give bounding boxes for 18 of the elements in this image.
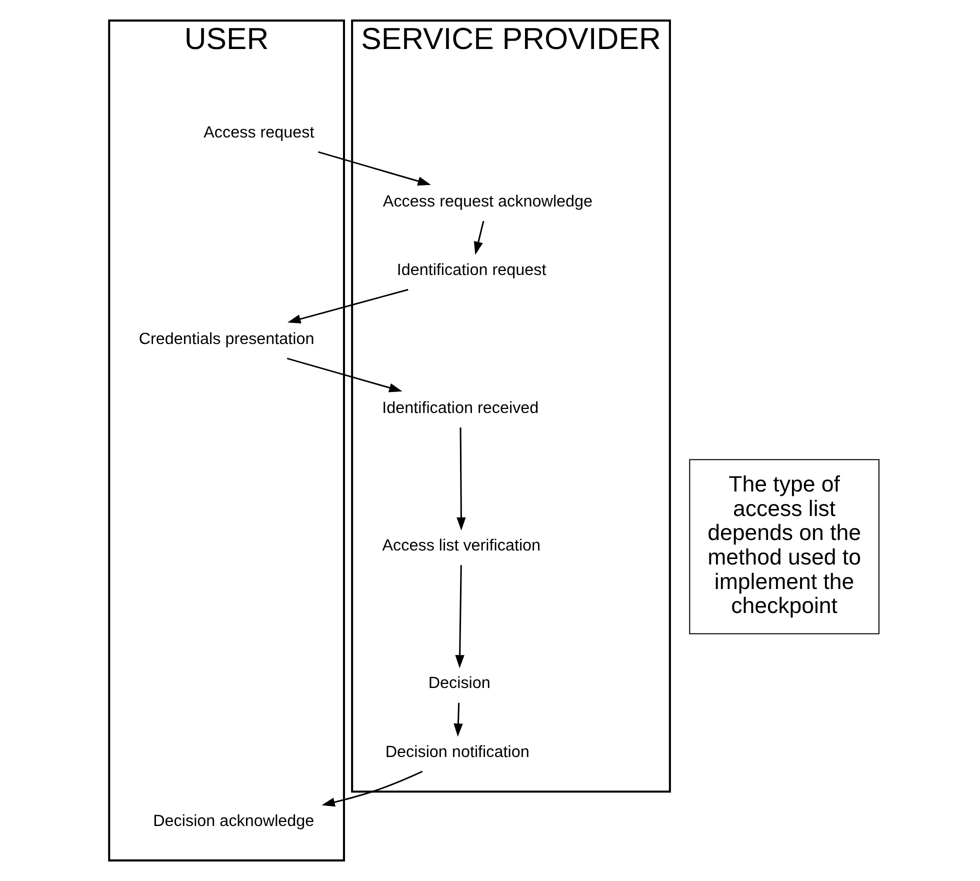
arrow xyxy=(286,358,402,392)
node-text: Identification request xyxy=(396,261,546,280)
arrow xyxy=(454,702,463,737)
arrow xyxy=(318,151,431,186)
node-text: Credentials presentation xyxy=(138,330,314,348)
node-text: Decision acknowledge xyxy=(153,812,314,830)
arrow xyxy=(456,427,466,531)
node-box: The type of access list depends on the method used to implement the checkpoint xyxy=(689,459,880,634)
node-text: Decision notification xyxy=(385,742,530,761)
arrow xyxy=(287,288,408,324)
arrow xyxy=(455,565,464,668)
node-text: Decision xyxy=(428,674,490,692)
arrow xyxy=(322,770,423,807)
node-text: Access request xyxy=(204,124,314,142)
node-text: Identification received xyxy=(382,398,539,417)
arrow xyxy=(474,220,484,255)
node-text: Access request acknowledge xyxy=(382,192,593,210)
node-text: Access list verification xyxy=(382,536,541,554)
